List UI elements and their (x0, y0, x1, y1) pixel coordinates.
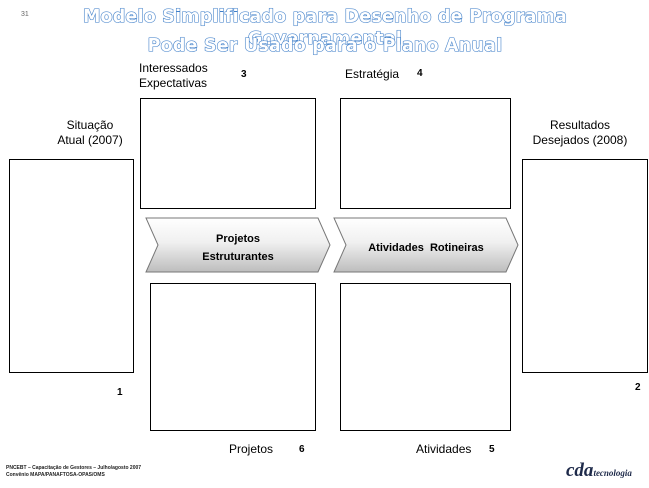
interessados-box (140, 98, 316, 209)
projetos-estruturantes-arrow (145, 217, 331, 273)
situacao-label: Situação Atual (2007) (40, 118, 140, 148)
estrategia-label: Estratégia (345, 67, 400, 81)
cda-logo: cdatecnologia (566, 460, 632, 482)
projetos-number: 6 (299, 444, 305, 455)
title-line-1: Modelo Simplificado para Desenho de Prog… (82, 6, 568, 49)
resultados-number: 2 (635, 382, 641, 393)
atividades-label: Atividades (416, 442, 472, 456)
interessados-label-line1: Interessados (139, 61, 208, 75)
resultados-label-line2: Desejados (2008) (532, 133, 628, 147)
atividades-box (340, 283, 511, 431)
arrows-band: Projetos Estruturantes Atividades Rotine… (145, 217, 519, 273)
situacao-number: 1 (117, 387, 123, 398)
projetos-arrow-line2: Estruturantes (202, 251, 274, 263)
interessados-label: Interessados Expectativas (139, 61, 208, 91)
situacao-box (9, 159, 134, 373)
resultados-box (522, 159, 648, 373)
projetos-arrow-line1: Projetos (216, 233, 260, 245)
title-line-2: Pode Ser Usado para o Plano Anual (147, 35, 503, 56)
atividades-rotineiras-arrow (333, 217, 519, 273)
interessados-label-line2: Expectativas (139, 76, 208, 90)
resultados-label: Resultados Desejados (2008) (515, 118, 645, 148)
footer-text: PNCEBT – Capacitação de Gestores – Julho… (6, 465, 141, 479)
projetos-label: Projetos (229, 442, 274, 456)
footer-line2: Convênio MAPA/PANAFTOSA-OPAS/OMS (6, 472, 105, 478)
atividades-arrow-label: Atividades Rotineiras (368, 242, 484, 254)
slide-number: 31 (21, 11, 29, 18)
logo-suffix: tecnologia (593, 468, 632, 478)
estrategia-number: 4 (417, 68, 423, 79)
situacao-label-line1: Situação (66, 118, 114, 132)
resultados-label-line1: Resultados (549, 118, 611, 132)
interessados-number: 3 (241, 69, 247, 80)
atividades-number: 5 (489, 444, 495, 455)
logo-brand: cda (566, 460, 594, 481)
situacao-label-line2: Atual (2007) (57, 133, 123, 147)
estrategia-box (340, 98, 511, 209)
projetos-box (150, 283, 316, 431)
footer-line1: PNCEBT – Capacitação de Gestores – Julho… (6, 465, 142, 471)
